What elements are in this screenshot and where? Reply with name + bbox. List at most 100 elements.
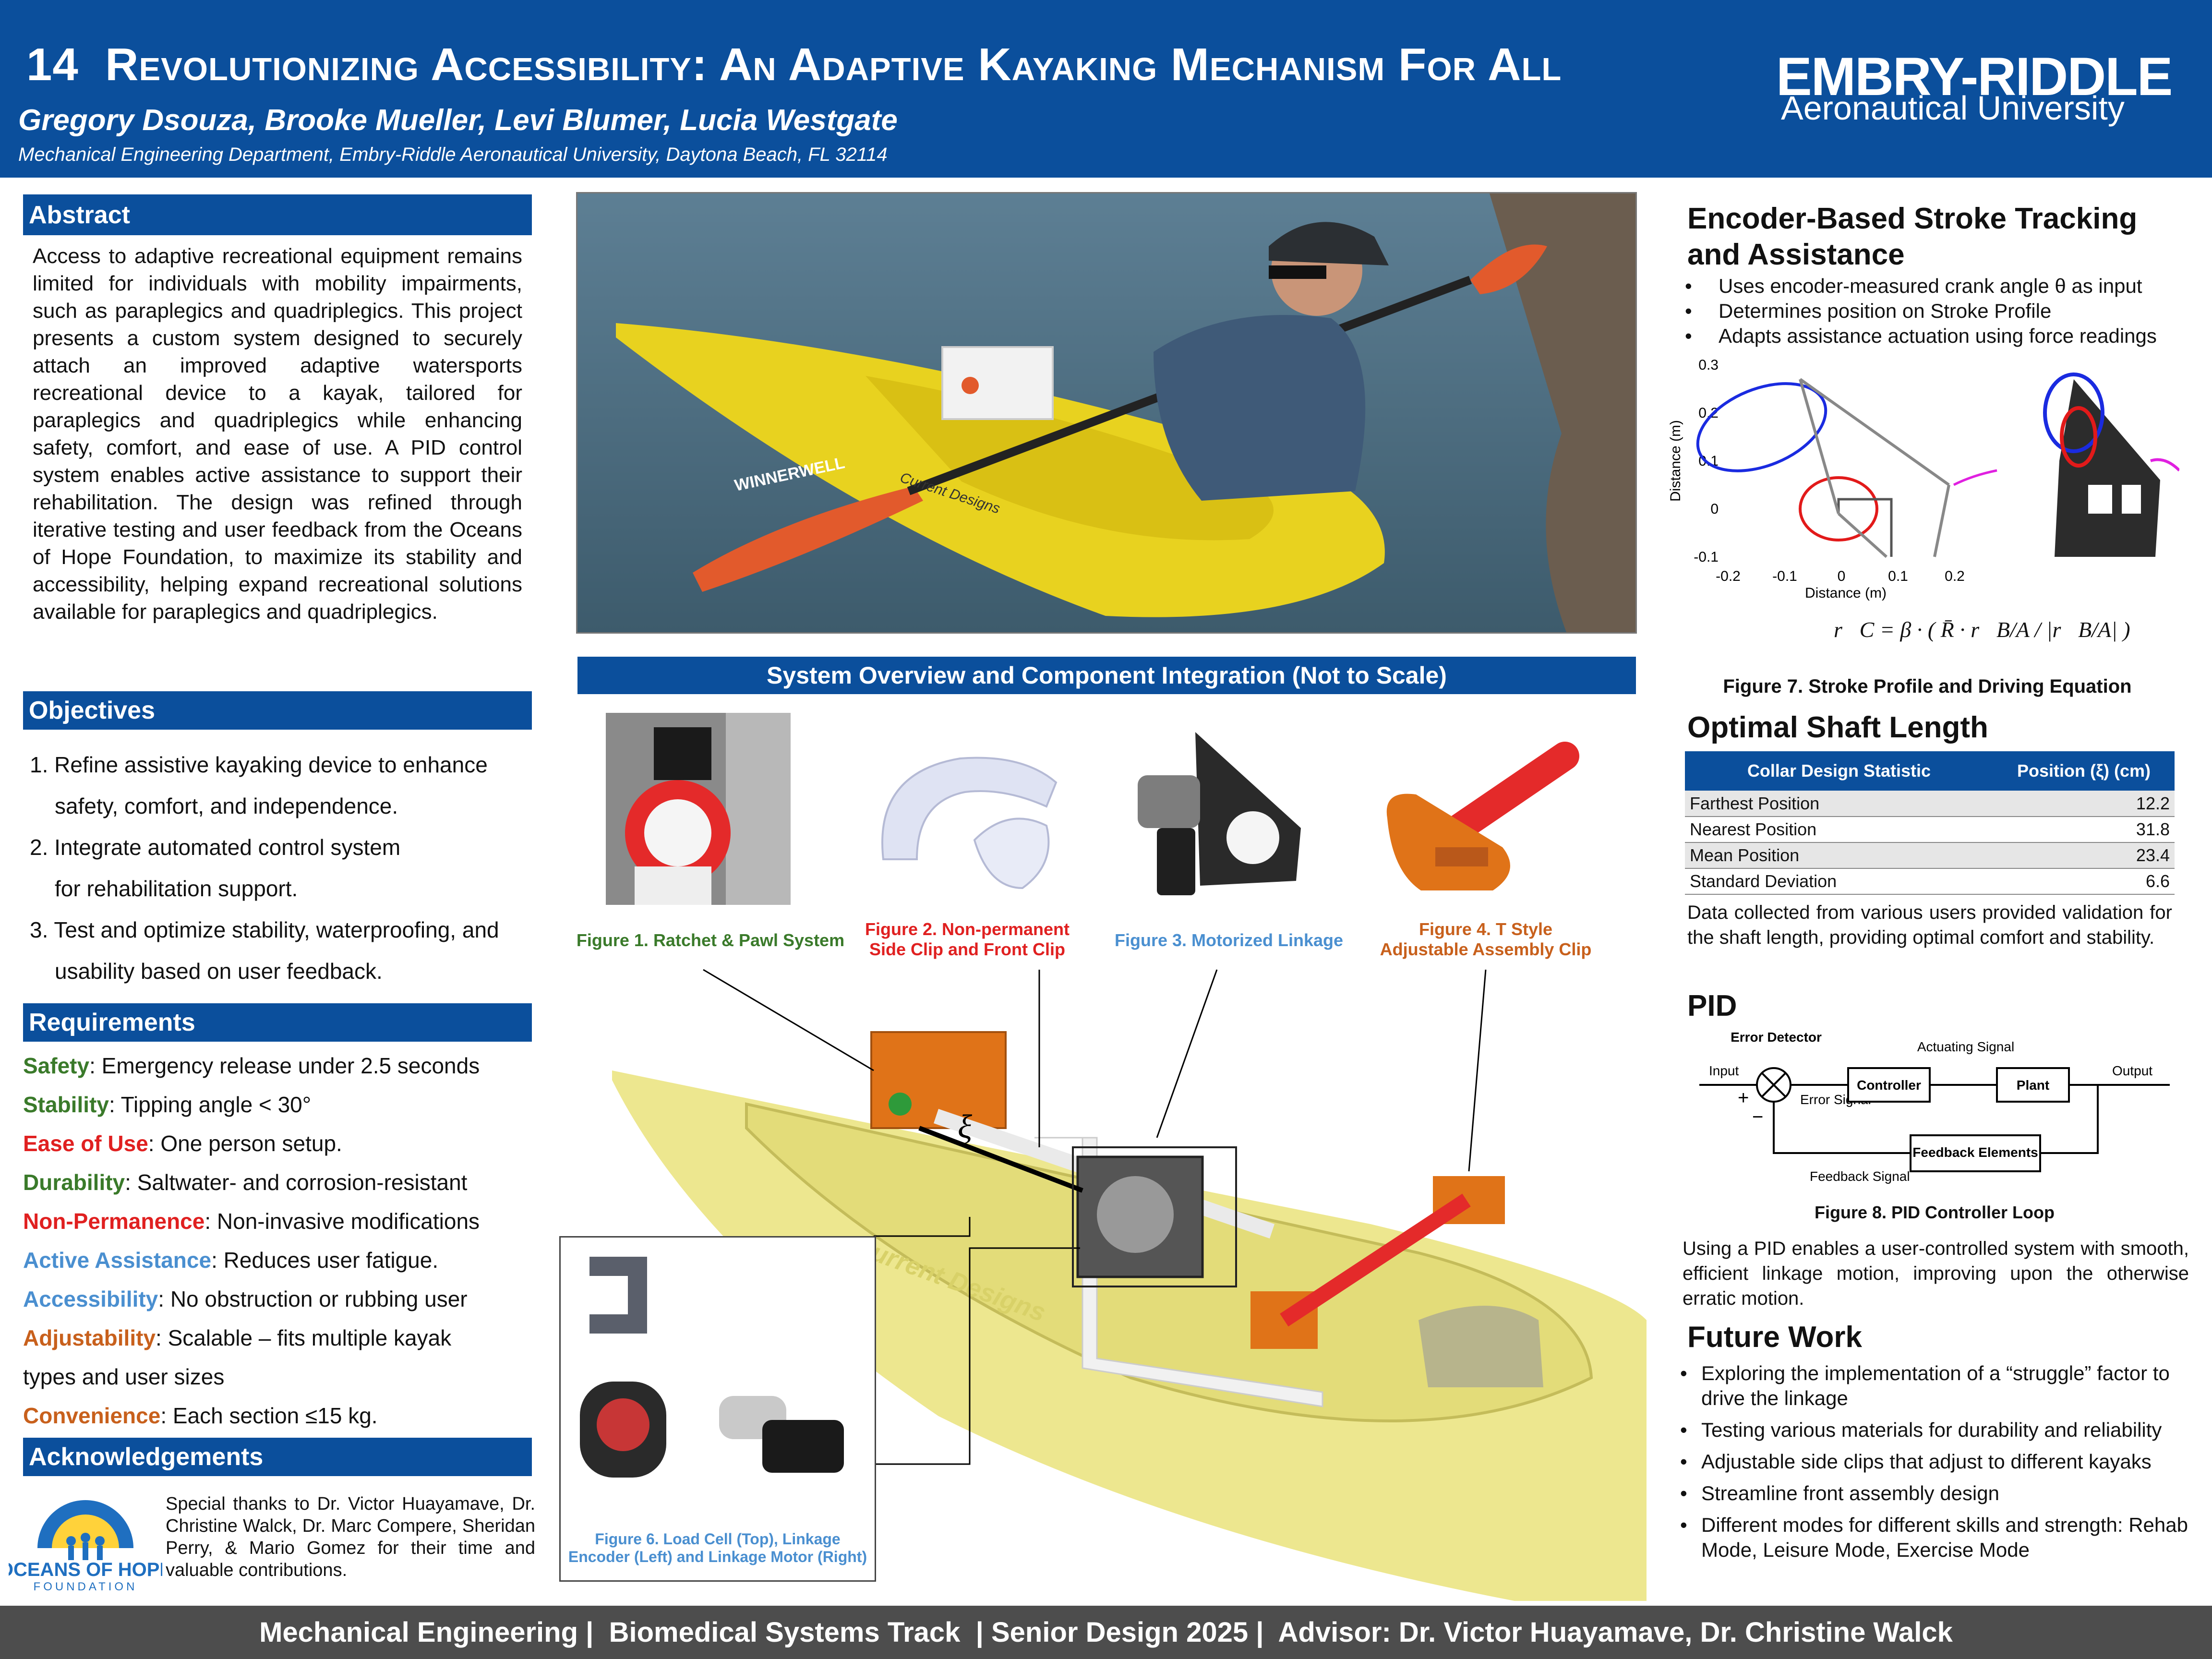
objectives-heading: Objectives xyxy=(23,691,532,730)
y-tick-label: -0.1 xyxy=(1694,549,1719,565)
table-cell: 23.4 xyxy=(2136,845,2170,865)
future-work-item: •Adjustable side clips that adjust to di… xyxy=(1680,1450,2152,1473)
figure-2-caption: Figure 2. Non-permanent Side Clip and Fr… xyxy=(865,919,1070,959)
encoder-heading-line1: Encoder-Based Stroke Tracking xyxy=(1687,202,2138,235)
requirement-label: Ease of Use xyxy=(23,1131,148,1156)
poster-footer: Mechanical Engineering | Biomedical Syst… xyxy=(0,1606,2212,1659)
poster-number: 14 xyxy=(26,39,79,90)
svg-text:+: + xyxy=(1738,1087,1749,1108)
future-work-bullets: •Exploring the implementation of a “stru… xyxy=(1680,1361,2199,1569)
figure-1-caption: Figure 1. Ratchet & Pawl System xyxy=(576,930,845,950)
pid-text: Using a PID enables a user-controlled sy… xyxy=(1683,1238,2189,1309)
requirement-label: Convenience xyxy=(23,1403,161,1428)
figure-8-caption: Figure 8. PID Controller Loop xyxy=(1814,1202,2055,1222)
requirement-text: : Scalable – fits multiple kayak xyxy=(156,1325,452,1350)
linkage-3d-render xyxy=(2043,373,2179,557)
ratchet-pawl-image xyxy=(606,713,791,905)
requirement-text: : Emergency release under 2.5 seconds xyxy=(89,1053,480,1078)
future-work-item: •Exploring the implementation of a “stru… xyxy=(1680,1362,2170,1409)
svg-text:Input: Input xyxy=(1709,1063,1739,1078)
driving-equation: r⃗C = β · ( R̄ · r⃗B/A / |r⃗B/A| ) xyxy=(1834,617,2130,642)
requirement-item: Active Assistance: Reduces user fatigue. xyxy=(23,1241,532,1280)
table-cell: Nearest Position xyxy=(1690,819,1817,839)
requirement-label: Active Assistance xyxy=(23,1248,212,1273)
t-style-clip-image xyxy=(1378,732,1594,905)
table-cell: 31.8 xyxy=(2136,819,2170,839)
requirement-item: Stability: Tipping angle < 30° xyxy=(23,1085,532,1124)
xi-label: ξ xyxy=(958,1108,972,1145)
objective-item: 1. Refine assistive kayaking device to e… xyxy=(30,752,488,818)
abstract-heading: Abstract xyxy=(23,194,532,235)
table-row: Mean Position 23.4 xyxy=(1685,842,2175,868)
objectives-list: 1. Refine assistive kayaking device to e… xyxy=(30,744,534,992)
table-header: Position (ξ) (cm) xyxy=(2017,761,2151,781)
poster-title-text: Revolutionizing Accessibility: An Adapti… xyxy=(105,39,1562,90)
shaft-table: Collar Design Statistic Position (ξ) (cm… xyxy=(1685,751,2175,895)
acknowledgements-heading: Acknowledgements xyxy=(23,1438,532,1476)
table-cell: Farthest Position xyxy=(1690,793,1820,813)
requirement-text: : Reduces user fatigue. xyxy=(211,1248,439,1273)
requirement-label: Accessibility xyxy=(23,1286,158,1311)
motorized-linkage-image xyxy=(1128,722,1310,905)
oceans-of-hope-logo: OCEANS OF HOPE FOUNDATION xyxy=(0,1486,172,1594)
table-row: Farthest Position 12.2 xyxy=(1685,791,2175,817)
requirement-label: Adjustability xyxy=(23,1325,156,1350)
y-tick-label: 0 xyxy=(1710,501,1719,517)
logo-text-bottom: FOUNDATION xyxy=(34,1580,138,1593)
svg-text:Actuating Signal: Actuating Signal xyxy=(1917,1039,2014,1054)
future-work-item: •Testing various materials for durabilit… xyxy=(1680,1419,2162,1441)
table-header: Collar Design Statistic xyxy=(1747,761,1931,781)
requirement-text: : Saltwater- and corrosion-resistant xyxy=(125,1170,468,1195)
future-work-heading: Future Work xyxy=(1687,1321,1862,1354)
plot-red-loop xyxy=(1799,476,1878,541)
requirement-text: : Non-invasive modifications xyxy=(204,1209,480,1234)
requirement-label: Stability xyxy=(23,1092,109,1117)
abstract-text: Access to adaptive recreational equipmen… xyxy=(33,244,522,624)
y-tick-label: 0.3 xyxy=(1698,357,1719,373)
requirement-item: Adjustability: Scalable – fits multiple … xyxy=(23,1319,532,1358)
requirements-list: Safety: Emergency release under 2.5 seco… xyxy=(23,1046,532,1435)
university-logo-subtitle: Aeronautical University xyxy=(1781,89,2125,127)
plot-xlabel: Distance (m) xyxy=(1805,585,1887,601)
table-cell: 12.2 xyxy=(2136,793,2170,813)
x-tick-label: 0 xyxy=(1838,568,1846,584)
poster-title: 14 Revolutionizing Accessibility: An Ada… xyxy=(26,38,1562,91)
requirement-text: : Tipping angle < 30° xyxy=(108,1092,312,1117)
future-work-item: •Different modes for different skills an… xyxy=(1680,1514,2188,1561)
encoder-bullet: •Determines position on Stroke Profile xyxy=(1685,300,2052,322)
requirement-text: : No obstruction or rubbing user xyxy=(158,1286,468,1311)
objective-item: 3. Test and optimize stability, waterpro… xyxy=(30,917,499,984)
shaft-text: Data collected from various users provid… xyxy=(1687,902,2172,948)
pid-heading: PID xyxy=(1687,989,1737,1022)
acknowledgements-text: Special thanks to Dr. Victor Huayamave, … xyxy=(166,1494,535,1580)
table-cell: Standard Deviation xyxy=(1690,871,1837,891)
requirement-text: types and user sizes xyxy=(23,1364,225,1389)
shaft-heading: Optimal Shaft Length xyxy=(1687,711,1988,744)
requirement-item: Safety: Emergency release under 2.5 seco… xyxy=(23,1046,532,1085)
encoder-bullet: •Adapts assistance actuation using force… xyxy=(1685,325,2157,347)
figure-6-caption: Figure 6. Load Cell (Top), Linkage Encod… xyxy=(568,1530,867,1565)
requirement-text: : One person setup. xyxy=(148,1131,342,1156)
svg-text:Error Detector: Error Detector xyxy=(1731,1030,1822,1045)
requirement-item: types and user sizes xyxy=(23,1358,532,1396)
affiliation: Mechanical Engineering Department, Embry… xyxy=(18,144,888,165)
side-clip-image xyxy=(864,744,1066,898)
authors: Gregory Dsouza, Brooke Mueller, Levi Blu… xyxy=(18,104,898,137)
table-cell: Mean Position xyxy=(1690,845,1800,865)
svg-text:Feedback Elements: Feedback Elements xyxy=(1912,1145,2038,1160)
requirement-text: : Each section ≤15 kg. xyxy=(160,1403,378,1428)
poster-header: 14 Revolutionizing Accessibility: An Ada… xyxy=(0,0,2212,178)
sensor-inset: Figure 6. Load Cell (Top), Linkage Encod… xyxy=(559,1236,876,1582)
svg-text:Feedback Signal: Feedback Signal xyxy=(1810,1169,1910,1184)
requirement-item: Ease of Use: One person setup. xyxy=(23,1124,532,1163)
encoder-bullets: •Uses encoder-measured crank angle θ as … xyxy=(1685,274,2203,349)
requirement-label: Durability xyxy=(23,1170,125,1195)
requirement-item: Accessibility: No obstruction or rubbing… xyxy=(23,1280,532,1319)
svg-text:Output: Output xyxy=(2112,1063,2152,1078)
overview-heading: System Overview and Component Integratio… xyxy=(577,657,1636,694)
svg-text:Controller: Controller xyxy=(1857,1078,1921,1093)
x-tick-label: 0.2 xyxy=(1945,568,1965,584)
